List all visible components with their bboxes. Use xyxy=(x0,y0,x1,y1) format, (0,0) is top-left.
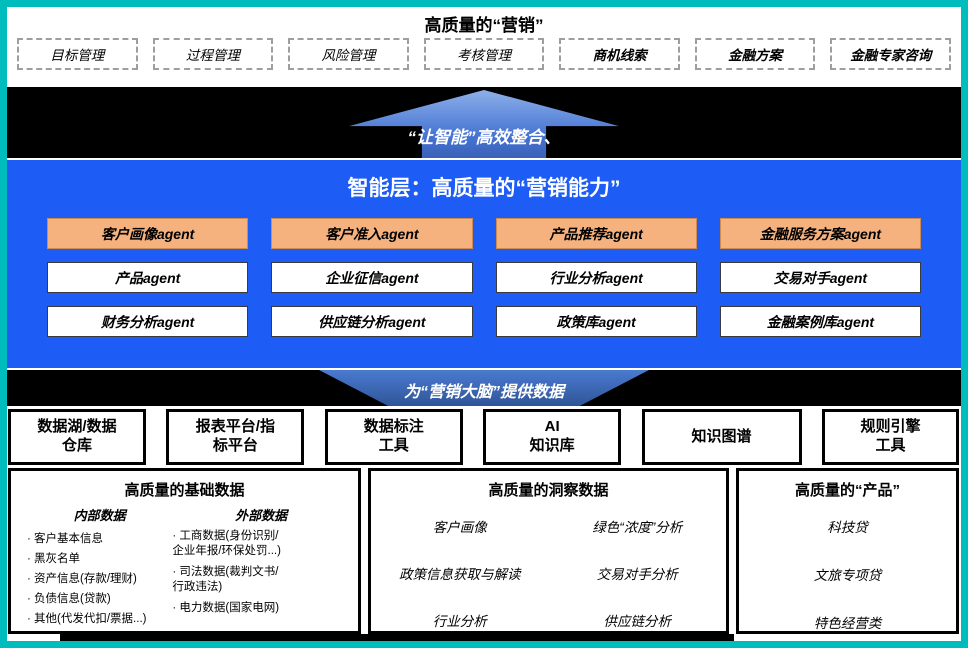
agent-product-recommendation: 产品推荐agent xyxy=(495,218,697,249)
panel-base-data: 高质量的基础数据 内部数据 客户基本信息 黑灰名单 资产信息(存款/理财) 负债… xyxy=(8,468,361,634)
agent-industry-analysis: 行业分析agent xyxy=(495,262,697,293)
insight-industry-analysis: 行业分析 xyxy=(432,614,487,629)
internal-item-other: 其他(代发代扣/票据...) xyxy=(27,609,172,629)
internal-item-assets: 资产信息(存款/理财) xyxy=(27,569,172,589)
insight-green-concentration: 绿色“浓度”分析 xyxy=(592,520,683,535)
insight-items-grid: 客户画像 绿色“浓度”分析 政策信息获取与解读 交易对手分析 行业分析 供应链分… xyxy=(371,516,726,630)
external-item-judicial: 司法数据(裁判文书/ 行政违法) xyxy=(172,565,350,595)
tool-ai-knowledge-base: AI 知识库 xyxy=(483,409,622,465)
insight-customer-profile: 客户画像 xyxy=(432,520,487,535)
product-special-operation: 特色经营类 xyxy=(813,616,882,631)
data-supply-band-text: 为“营销大脑”提供数据 xyxy=(403,384,564,401)
base-data-columns: 内部数据 客户基本信息 黑灰名单 资产信息(存款/理财) 负债信息(贷款) 其他… xyxy=(11,505,358,629)
insight-policy-interpretation: 政策信息获取与解读 xyxy=(399,567,521,582)
capability-expert-consult: 金融专家咨询 xyxy=(830,38,952,70)
external-item-electric-power: 电力数据(国家电网) xyxy=(172,601,350,616)
tool-data-lake-warehouse: 数据湖/数据 仓库 xyxy=(8,409,146,465)
intelligence-layer-title: 智能层：高质量的“营销能力” xyxy=(347,177,621,200)
agent-enterprise-credit: 企业征信agent xyxy=(271,262,473,293)
tool-rule-engine: 规则引擎 工具 xyxy=(821,409,959,465)
external-item-business-registry: 工商数据(身份识别/ 企业年报/环保处罚...) xyxy=(172,529,350,559)
external-data-header: 外部数据 xyxy=(235,508,288,523)
marketing-capability-row: 目标管理 过程管理 风险管理 考核管理 商机线索 金融方案 金融专家咨询 xyxy=(17,38,952,70)
agent-customer-admission: 客户准入agent xyxy=(271,218,473,249)
product-culture-tourism-loan: 文旅专项贷 xyxy=(813,568,882,583)
intelligence-layer: 智能层：高质量的“营销能力” 客户画像agent 客户准入agent 产品推荐a… xyxy=(7,160,961,368)
panel-products-title: 高质量的“产品” xyxy=(794,482,900,499)
agent-customer-profile: 客户画像agent xyxy=(47,218,249,249)
agent-product: 产品agent xyxy=(47,262,249,293)
external-data-column: 外部数据 工商数据(身份识别/ 企业年报/环保处罚...) 司法数据(裁判文书/… xyxy=(172,505,350,629)
internal-data-column: 内部数据 客户基本信息 黑灰名单 资产信息(存款/理财) 负债信息(贷款) 其他… xyxy=(27,505,172,629)
product-items: 科技贷 文旅专项贷 特色经营类 xyxy=(739,516,956,632)
data-supply-band: 为“营销大脑”提供数据 xyxy=(7,370,961,406)
internal-data-header: 内部数据 xyxy=(73,508,126,523)
panel-products: 高质量的“产品” 科技贷 文旅专项贷 特色经营类 xyxy=(736,468,959,634)
agent-financial-service-plan: 金融服务方案agent xyxy=(719,218,921,249)
agent-financial-case-library: 金融案例库agent xyxy=(719,306,921,337)
tool-knowledge-graph: 知识图谱 xyxy=(641,409,802,465)
internal-item-customer-info: 客户基本信息 xyxy=(27,529,172,549)
data-panels-row: 高质量的基础数据 内部数据 客户基本信息 黑灰名单 资产信息(存款/理财) 负债… xyxy=(8,468,959,634)
insight-supply-chain-analysis: 供应链分析 xyxy=(603,614,672,629)
insight-counterparty-analysis: 交易对手分析 xyxy=(596,567,678,582)
capability-business-leads: 商机线索 xyxy=(559,38,680,70)
panel-insight-data-title: 高质量的洞察数据 xyxy=(488,482,609,499)
capability-assessment-management: 考核管理 xyxy=(423,38,545,70)
page-title: 高质量的“营销” xyxy=(424,16,544,35)
tool-report-indicator-platform: 报表平台/指 标平台 xyxy=(166,409,305,465)
capability-process-management: 过程管理 xyxy=(152,38,274,70)
agent-counterparty: 交易对手agent xyxy=(719,262,921,293)
agent-grid: 客户画像agent 客户准入agent 产品推荐agent 金融服务方案agen… xyxy=(47,218,921,337)
integration-band-text: “让智能”高效整合、 xyxy=(407,128,561,147)
data-tools-row: 数据湖/数据 仓库 报表平台/指 标平台 数据标注 工具 AI 知识库 知识图谱… xyxy=(8,409,959,465)
product-tech-loan: 科技贷 xyxy=(827,520,868,535)
capability-goal-management: 目标管理 xyxy=(17,38,138,70)
agent-supply-chain-analysis: 供应链分析agent xyxy=(271,306,473,337)
panel-base-data-title: 高质量的基础数据 xyxy=(124,482,245,499)
capability-risk-management: 风险管理 xyxy=(288,38,409,70)
agent-policy-library: 政策库agent xyxy=(495,306,697,337)
internal-item-blacklist: 黑灰名单 xyxy=(27,549,172,569)
internal-item-liabilities: 负债信息(贷款) xyxy=(27,589,172,609)
tool-data-annotation: 数据标注 工具 xyxy=(324,409,463,465)
integration-band: “让智能”高效整合、 xyxy=(7,87,961,158)
agent-financial-analysis: 财务分析agent xyxy=(47,306,249,337)
bottom-band xyxy=(60,634,734,641)
capability-finance-plan: 金融方案 xyxy=(694,38,816,70)
panel-insight-data: 高质量的洞察数据 客户画像 绿色“浓度”分析 政策信息获取与解读 交易对手分析 … xyxy=(368,468,729,634)
